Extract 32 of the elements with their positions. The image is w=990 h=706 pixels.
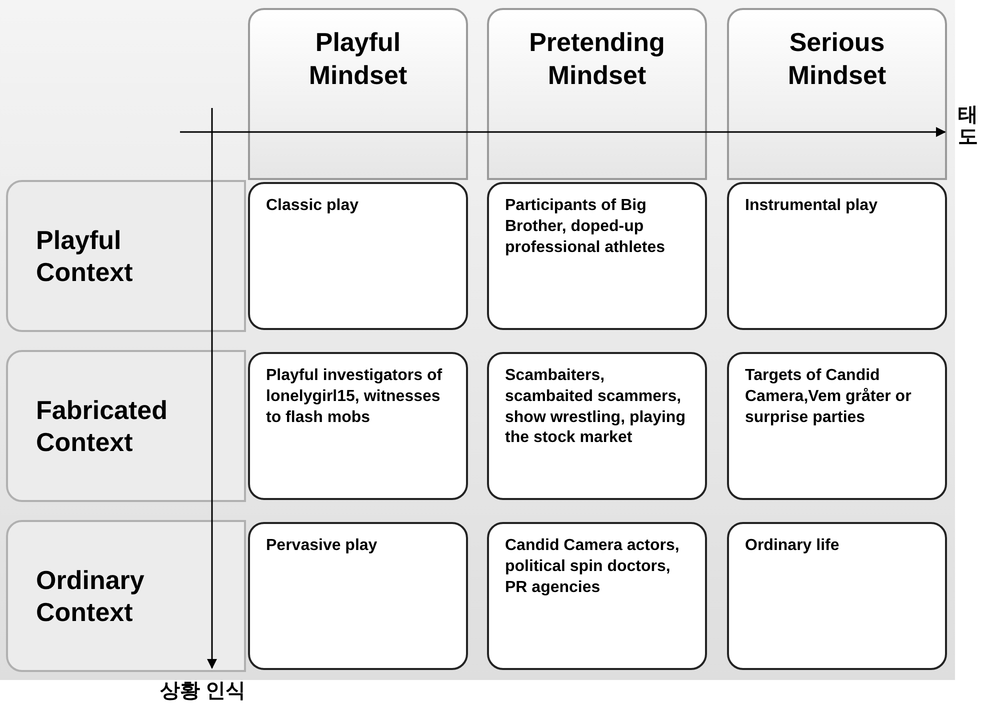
axis-label: 태도: [958, 104, 978, 148]
matrix-cell: [487, 522, 707, 670]
matrix-cell: [727, 522, 947, 670]
matrix-cell: [727, 182, 947, 330]
matrix-cell: [248, 352, 468, 500]
cell-text: Candid Camera actors, political spin doctors, PR agencies: [505, 536, 680, 598]
cell-text: Playful Context: [36, 224, 134, 288]
cell-text: Classic play: [266, 196, 358, 216]
cell-text: Playful investigators of lonelygirl15, witnesses to flash mobs: [266, 366, 444, 428]
row-header: [6, 180, 246, 332]
matrix-cell: [248, 182, 468, 330]
row-header: [6, 520, 246, 672]
column-header: [248, 8, 468, 180]
cell-text: Instrumental play: [745, 196, 878, 216]
matrix-cell: [487, 182, 707, 330]
cell-text: Serious Mindset: [786, 26, 888, 91]
axis-label: 상황 인식: [160, 679, 246, 704]
row-header: [6, 350, 246, 502]
matrix-cell: [487, 352, 707, 500]
cell-text: Pervasive play: [266, 536, 378, 556]
cell-text: Ordinary life: [745, 536, 840, 556]
matrix-cell: [248, 522, 468, 670]
cell-text: Scambaiters, scambaited scammers, show wrestling, playing the stock market: [505, 366, 686, 448]
matrix-cell: [727, 352, 947, 500]
column-header: [727, 8, 947, 180]
cell-text: Ordinary Context: [36, 564, 146, 628]
cell-text: Pretending Mindset: [528, 26, 666, 91]
cell-text: Targets of Candid Camera,Vem gråter or surprise parties: [745, 366, 912, 428]
cell-text: Fabricated Context: [36, 394, 168, 458]
column-header: [487, 8, 707, 180]
cell-text: Playful Mindset: [308, 26, 408, 91]
cell-text: Participants of Big Brother, doped-up professional athletes: [505, 196, 666, 258]
